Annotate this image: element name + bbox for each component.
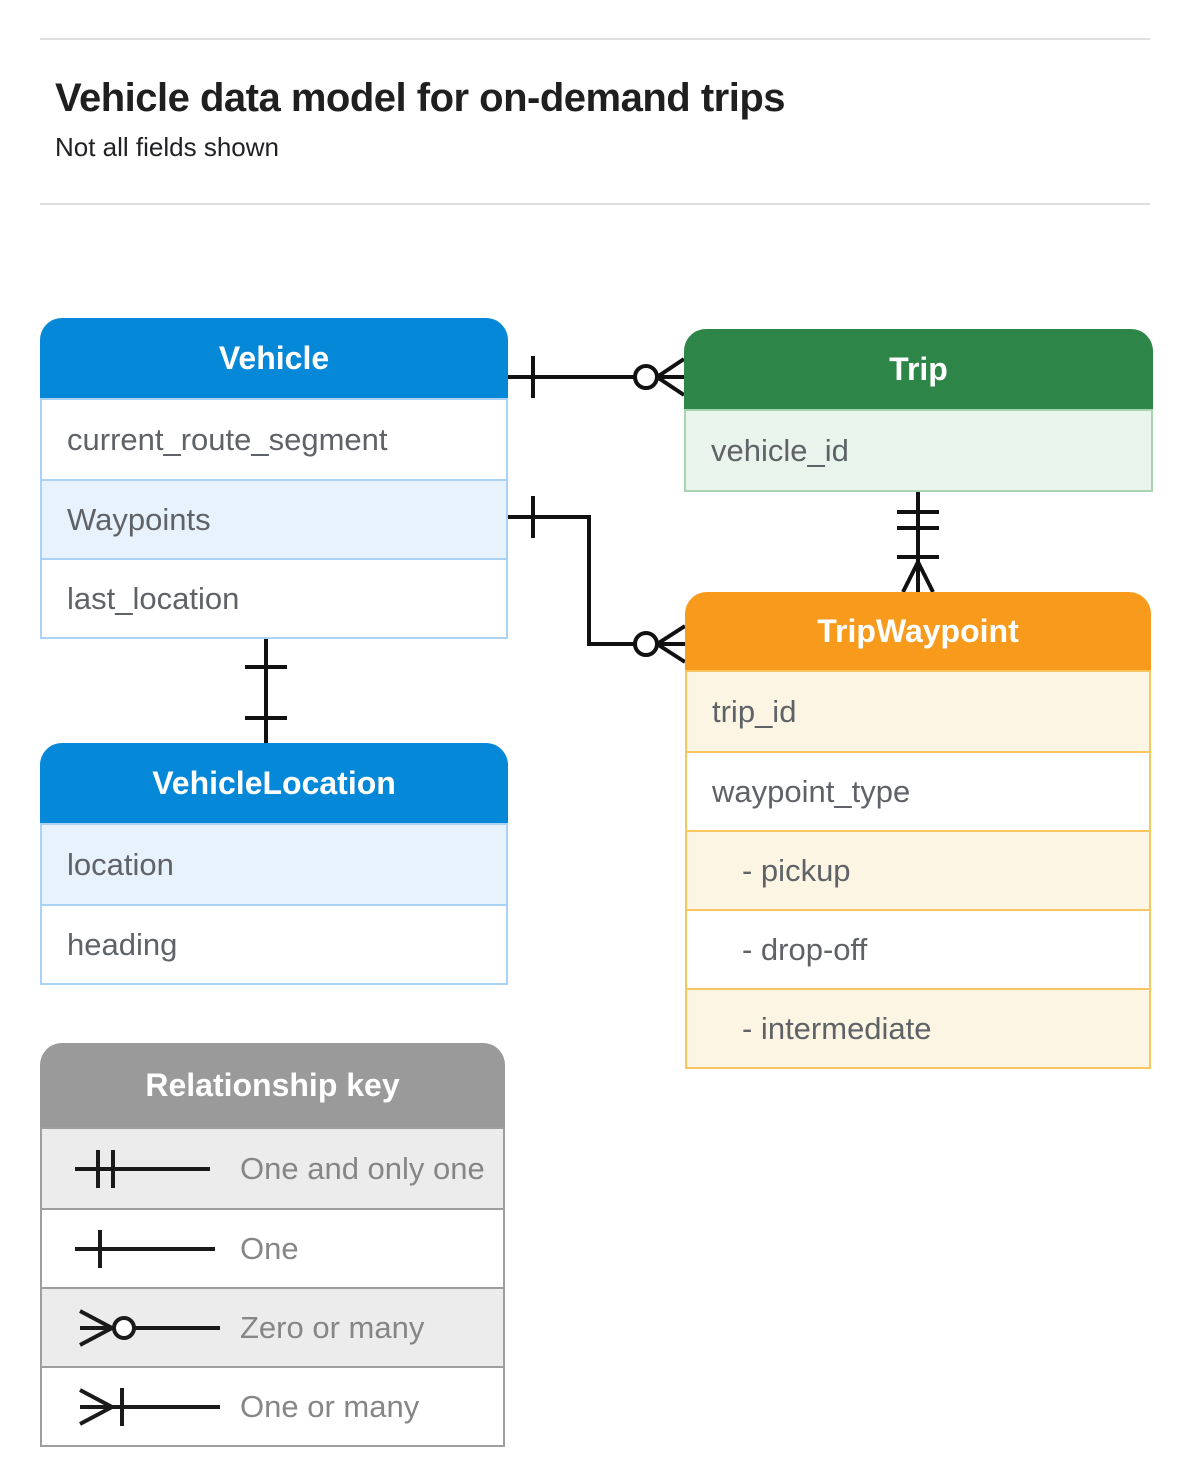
field-row: last_location	[42, 558, 506, 637]
entity-tripwaypoint-fields: trip_id waypoint_type - pickup - drop-of…	[685, 670, 1151, 1069]
field-label: vehicle_id	[711, 432, 849, 468]
field-row: current_route_segment	[42, 400, 506, 479]
header-divider	[40, 203, 1150, 205]
one-or-many-icon	[79, 1387, 220, 1426]
entity-trip-fields: vehicle_id	[684, 409, 1153, 492]
entity-vehicle-fields: current_route_segment Waypoints last_loc…	[40, 398, 508, 639]
field-label: - intermediate	[742, 1010, 932, 1046]
field-row: waypoint_type	[687, 751, 1149, 830]
field-label: current_route_segment	[67, 421, 388, 457]
field-label: heading	[67, 926, 178, 962]
relationship-key-title: Relationship key	[145, 1066, 400, 1103]
entity-vehiclelocation: VehicleLocation location heading	[40, 743, 508, 985]
top-divider	[40, 38, 1150, 40]
field-row: Waypoints	[42, 479, 506, 558]
field-label: waypoint_type	[712, 773, 911, 809]
legend-row: One and only one	[42, 1129, 503, 1208]
page-title: Vehicle data model for on-demand trips	[55, 76, 786, 120]
legend-label: One	[240, 1230, 299, 1266]
connector-vehicle-trip	[508, 356, 686, 398]
legend-row: One or many	[42, 1366, 503, 1445]
field-row: heading	[42, 904, 506, 983]
field-label: Waypoints	[67, 501, 211, 537]
field-row: - pickup	[687, 830, 1149, 909]
one-and-only-one-icon	[75, 1149, 210, 1188]
field-label: trip_id	[712, 693, 797, 729]
field-label: - drop-off	[742, 931, 868, 967]
zero-or-many-icon	[79, 1308, 220, 1347]
relationship-key-items: One and only one One Zero or many	[40, 1127, 505, 1447]
entity-title: VehicleLocation	[152, 764, 396, 801]
connector-trip-tripwaypoint	[897, 489, 939, 593]
entity-vehicle: Vehicle current_route_segment Waypoints …	[40, 318, 508, 639]
legend-row: Zero or many	[42, 1287, 503, 1366]
entity-trip-header: Trip	[684, 329, 1153, 409]
connector-waypoints-tripwaypoint	[508, 496, 687, 664]
field-row: - intermediate	[687, 988, 1149, 1067]
entity-vehiclelocation-header: VehicleLocation	[40, 743, 508, 823]
entity-title: TripWaypoint	[817, 612, 1019, 649]
crow-foot-symbol	[655, 624, 687, 664]
entity-title: Vehicle	[218, 339, 330, 376]
relationship-key-header: Relationship key	[40, 1043, 505, 1127]
entity-title: Trip	[889, 350, 948, 387]
field-label: location	[67, 846, 174, 882]
relationship-key: Relationship key One and only one One	[40, 1043, 505, 1447]
entity-vehicle-header: Vehicle	[40, 318, 508, 398]
zero-circle-symbol	[633, 631, 659, 657]
crow-foot-symbol	[655, 357, 686, 397]
entity-tripwaypoint-header: TripWaypoint	[685, 592, 1151, 670]
one-icon	[75, 1229, 215, 1268]
legend-label: One or many	[240, 1388, 420, 1424]
entity-tripwaypoint: TripWaypoint trip_id waypoint_type - pic…	[685, 592, 1151, 1069]
field-row: vehicle_id	[686, 411, 1151, 490]
zero-circle-symbol	[633, 364, 659, 390]
entity-vehiclelocation-fields: location heading	[40, 823, 508, 985]
entity-trip: Trip vehicle_id	[684, 329, 1153, 492]
field-row: location	[42, 825, 506, 904]
legend-label: Zero or many	[240, 1309, 425, 1345]
connector-vehicle-vehiclelocation	[245, 636, 287, 743]
crow-foot-symbol	[901, 561, 935, 593]
field-label: last_location	[67, 580, 240, 616]
legend-row: One	[42, 1208, 503, 1287]
page-subtitle: Not all fields shown	[55, 132, 279, 162]
field-label: - pickup	[742, 852, 851, 888]
field-row: trip_id	[687, 672, 1149, 751]
field-row: - drop-off	[687, 909, 1149, 988]
legend-label: One and only one	[240, 1150, 485, 1186]
